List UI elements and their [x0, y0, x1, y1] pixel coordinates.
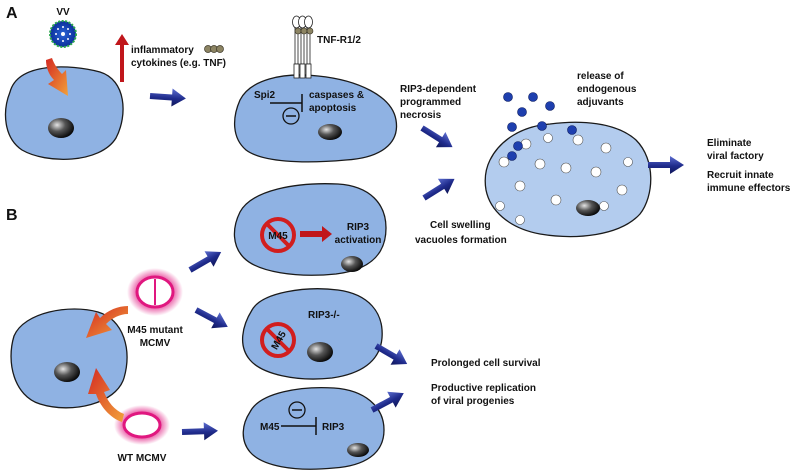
necrotic-cell — [484, 121, 652, 238]
activation-arrow — [300, 226, 332, 242]
infection-arrow-b-lower — [88, 368, 124, 422]
rip3-activation-line2: activation — [335, 235, 382, 246]
prohibited-icon-b1 — [260, 217, 296, 253]
replication-label-line2: of viral progenies — [431, 396, 515, 407]
rip3-activation-line1: RIP3 — [347, 222, 370, 233]
necrosis-label-line2: programmed — [400, 97, 461, 108]
release-label-line2: endogenous — [577, 84, 637, 95]
tnf-receptor-icon — [292, 15, 314, 79]
release-label-line3: adjuvants — [577, 97, 624, 108]
minus-circle-icon-b — [288, 401, 306, 419]
minus-circle-icon — [282, 107, 300, 125]
spi2-label: Spi2 — [254, 90, 276, 101]
cytokines-label-line1: inflammatory — [131, 45, 194, 56]
mutant-label-line1: M45 mutant — [127, 325, 183, 336]
nucleus-a2 — [318, 124, 342, 140]
arrow-necrosis-lower — [419, 171, 460, 206]
arrow-mutant-to-b1 — [185, 244, 226, 278]
release-label-line1: release of — [577, 71, 624, 82]
wt-label: WT MCMV — [118, 453, 167, 464]
necrosis-label-line1: RIP3-dependent — [400, 84, 477, 95]
cell-b1 — [233, 183, 387, 276]
upregulation-arrow — [115, 34, 129, 82]
m45-label-b3: M45 — [260, 422, 280, 433]
panel-label-b: B — [6, 207, 18, 224]
panel-label-a: A — [6, 5, 18, 22]
outcome-label-line2: viral factory — [707, 151, 764, 162]
vacuoles — [495, 133, 633, 225]
adjuvant-dots — [503, 92, 577, 161]
wt-virus-icon — [114, 405, 170, 445]
nucleus-b-host — [54, 362, 80, 382]
infection-arrow-a — [46, 58, 68, 96]
swelling-label-line2: vacuoles formation — [415, 235, 507, 246]
nucleus-b3 — [347, 443, 369, 457]
nucleus-necrotic — [576, 200, 600, 216]
arrow-necrosis-upper — [417, 120, 458, 155]
nucleus-a1 — [48, 118, 74, 138]
vv-virus-icon — [49, 20, 77, 48]
rip3-label-b3: RIP3 — [322, 422, 345, 433]
caspases-label-line2: apoptosis — [309, 103, 357, 114]
m45-label-b1: M45 — [268, 231, 288, 242]
arrow-mutant-to-b2 — [191, 302, 233, 335]
inhibition-symbol-b — [281, 417, 317, 435]
survival-label: Prolonged cell survival — [431, 358, 541, 369]
rip3-ko-label: RIP3-/- — [308, 310, 340, 321]
replication-label-line1: Productive replication — [431, 383, 536, 394]
infection-arrow-b-upper — [86, 306, 128, 338]
m45-mutant-virus-icon — [127, 268, 183, 316]
nucleus-b2 — [307, 342, 333, 362]
cytokine-icon — [204, 45, 224, 53]
receptor-label: TNF-R1/2 — [317, 35, 361, 46]
arrow-wt-to-b3 — [181, 421, 219, 441]
cell-a1 — [4, 66, 124, 160]
arrow-to-outcome — [648, 156, 684, 174]
necrosis-label-line3: necrosis — [400, 110, 442, 121]
inhibition-symbol-a — [270, 94, 303, 112]
caspases-label-line1: caspases & — [309, 90, 364, 101]
outcome-label-line3: Recruit innate — [707, 170, 774, 181]
nucleus-b1 — [341, 256, 363, 272]
swelling-label-line1: Cell swelling — [430, 220, 491, 231]
arrow-a-to-cell2 — [149, 87, 187, 108]
mutant-label-line2: MCMV — [140, 338, 171, 349]
outcome-label-line4: immune effectors — [707, 183, 791, 194]
cytokines-label-line2: cytokines (e.g. TNF) — [131, 58, 226, 69]
vv-label: VV — [56, 7, 70, 18]
cell-b-host — [10, 308, 128, 409]
outcome-label-line1: Eliminate — [707, 138, 752, 149]
prohibited-icon-b2 — [260, 322, 296, 358]
cell-a2 — [234, 74, 398, 163]
